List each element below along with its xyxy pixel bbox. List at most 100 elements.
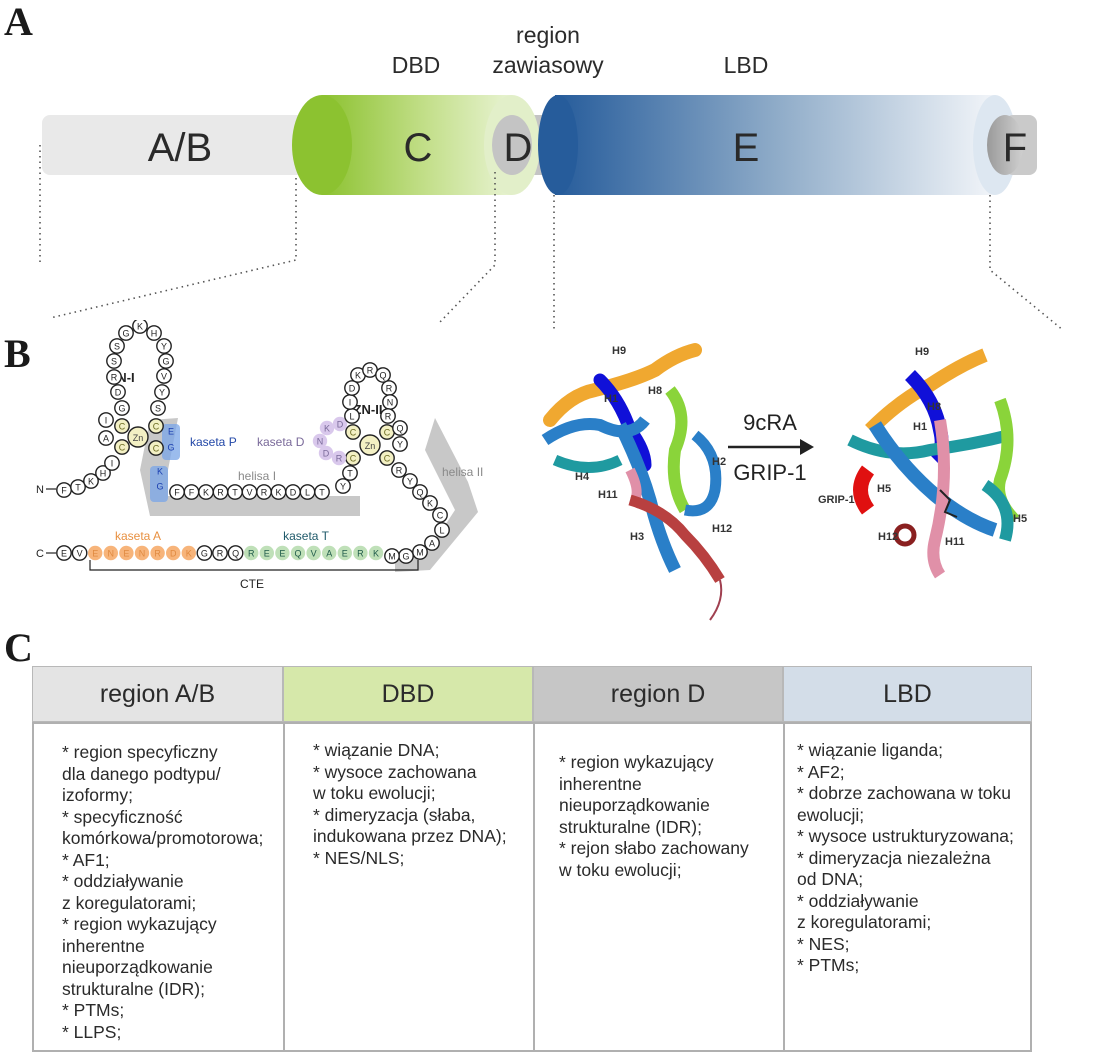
svg-text:E: E bbox=[61, 549, 67, 559]
svg-text:D: D bbox=[290, 488, 297, 498]
svg-text:H5: H5 bbox=[1013, 513, 1027, 525]
svg-text:L: L bbox=[305, 488, 310, 498]
svg-text:K: K bbox=[203, 488, 209, 498]
svg-text:E: E bbox=[279, 549, 285, 559]
svg-text:R: R bbox=[217, 488, 224, 498]
residue-d-box: D bbox=[318, 445, 334, 461]
residue-p-box: G bbox=[156, 482, 163, 492]
domain-label-dbd: DBD bbox=[392, 52, 441, 78]
residue-zn1-loop: G bbox=[118, 325, 134, 341]
residue-zn1-loop: Y bbox=[156, 338, 172, 354]
residue-cte: V bbox=[71, 545, 88, 561]
svg-text:L: L bbox=[349, 412, 354, 422]
svg-text:H11: H11 bbox=[598, 489, 618, 501]
kaseta-t-label: kaseta T bbox=[283, 529, 329, 543]
svg-text:I: I bbox=[111, 459, 114, 469]
residue-cte: G bbox=[196, 545, 213, 561]
svg-text:Q: Q bbox=[396, 424, 403, 434]
residue-p-box: G bbox=[167, 443, 174, 453]
residue-cte: R bbox=[353, 545, 368, 561]
svg-text:K: K bbox=[186, 549, 192, 559]
cell-region-ab: * region specyficzny dla danego podtypu/… bbox=[32, 722, 285, 1052]
svg-text:V: V bbox=[161, 372, 167, 382]
svg-text:R: R bbox=[248, 549, 255, 559]
residue-helix-ii: Y bbox=[392, 436, 408, 452]
kaseta-d-label: kaseta D bbox=[257, 435, 305, 449]
svg-text:E: E bbox=[92, 549, 98, 559]
svg-text:A: A bbox=[326, 549, 332, 559]
svg-text:GRIP-1: GRIP-1 bbox=[733, 460, 806, 485]
svg-text:Q: Q bbox=[232, 549, 239, 559]
residue-zn1-loop: S bbox=[150, 400, 166, 416]
svg-text:K: K bbox=[157, 467, 163, 477]
residue-n-tail: K bbox=[83, 473, 99, 489]
svg-text:Q: Q bbox=[294, 549, 301, 559]
residue-helix-ii: K bbox=[422, 495, 438, 511]
svg-text:R: R bbox=[261, 488, 268, 498]
p-box-highlight bbox=[150, 424, 180, 502]
residue-cte: N bbox=[103, 545, 119, 561]
residue-cys: C bbox=[345, 424, 361, 440]
svg-text:zawiasowy: zawiasowy bbox=[492, 52, 604, 78]
svg-text:V: V bbox=[311, 549, 317, 559]
domain-label-hinge: region zawiasowy bbox=[492, 22, 604, 78]
svg-text:C: C bbox=[384, 454, 391, 464]
apo-lbd-structure bbox=[541, 343, 725, 621]
header-label: LBD bbox=[883, 679, 932, 708]
residue-zn1-loop: S bbox=[106, 353, 122, 369]
residue-zn1-loop: S bbox=[109, 338, 125, 354]
residue-cte: E bbox=[56, 545, 72, 561]
residue-helix-ii: A bbox=[424, 535, 440, 551]
header-label: DBD bbox=[381, 679, 435, 708]
helisa-ii-label: helisa II bbox=[442, 465, 483, 479]
residue-cys: C bbox=[114, 418, 130, 434]
svg-text:Zn: Zn bbox=[133, 433, 144, 443]
svg-text:kaseta D: kaseta D bbox=[257, 435, 305, 449]
cell-text: * region wykazujący inherentne nieuporzą… bbox=[559, 752, 749, 880]
svg-text:H8: H8 bbox=[927, 401, 941, 413]
svg-text:K: K bbox=[137, 322, 143, 332]
svg-text:R: R bbox=[386, 384, 393, 394]
residue-cte: V bbox=[306, 545, 321, 561]
svg-text:Q: Q bbox=[416, 488, 423, 498]
svg-text:C: C bbox=[119, 422, 126, 432]
header-lbd: LBD bbox=[783, 666, 1032, 722]
svg-text:S: S bbox=[111, 357, 117, 367]
svg-text:K: K bbox=[373, 549, 379, 559]
residue-cte: R bbox=[244, 545, 259, 561]
svg-text:F: F bbox=[1003, 126, 1027, 170]
residue-n-tail: I bbox=[104, 455, 120, 471]
svg-text:H2: H2 bbox=[712, 456, 726, 468]
zn-ii-label: ZN-II bbox=[354, 402, 383, 417]
svg-text:H1: H1 bbox=[913, 421, 927, 433]
svg-text:K: K bbox=[324, 424, 330, 434]
svg-text:region: region bbox=[516, 22, 580, 48]
holo-lbd-structure bbox=[847, 348, 1020, 579]
svg-text:C: C bbox=[350, 454, 357, 464]
svg-text:Y: Y bbox=[407, 477, 413, 487]
residue-helix-ii: L bbox=[434, 522, 450, 538]
residue-cys: C bbox=[345, 450, 361, 466]
residue-helix-i: T bbox=[314, 484, 330, 500]
svg-text:H: H bbox=[100, 469, 107, 479]
svg-text:helisa I: helisa I bbox=[238, 469, 276, 483]
header-region-d: region D bbox=[533, 666, 783, 722]
svg-text:9cRA: 9cRA bbox=[743, 410, 797, 435]
segment-ab: A/B bbox=[42, 115, 322, 175]
svg-text:kaseta P: kaseta P bbox=[190, 435, 237, 449]
residue-helix-i: D bbox=[285, 484, 301, 500]
residue-d-box: R bbox=[331, 450, 347, 466]
residue-n-tail: F bbox=[56, 482, 72, 498]
svg-text:V: V bbox=[77, 549, 83, 559]
residue-cte: A bbox=[322, 545, 337, 561]
svg-text:G: G bbox=[162, 357, 169, 367]
residue-zn1-loop: G bbox=[114, 400, 130, 416]
residue-zn2-loop: N bbox=[382, 394, 398, 410]
svg-text:kaseta T: kaseta T bbox=[283, 529, 329, 543]
residue-d-box: D bbox=[332, 416, 348, 432]
svg-text:G: G bbox=[118, 404, 125, 414]
svg-text:R: R bbox=[154, 549, 161, 559]
svg-text:E: E bbox=[264, 549, 270, 559]
svg-text:C: C bbox=[153, 444, 160, 454]
svg-text:H4: H4 bbox=[575, 471, 590, 483]
